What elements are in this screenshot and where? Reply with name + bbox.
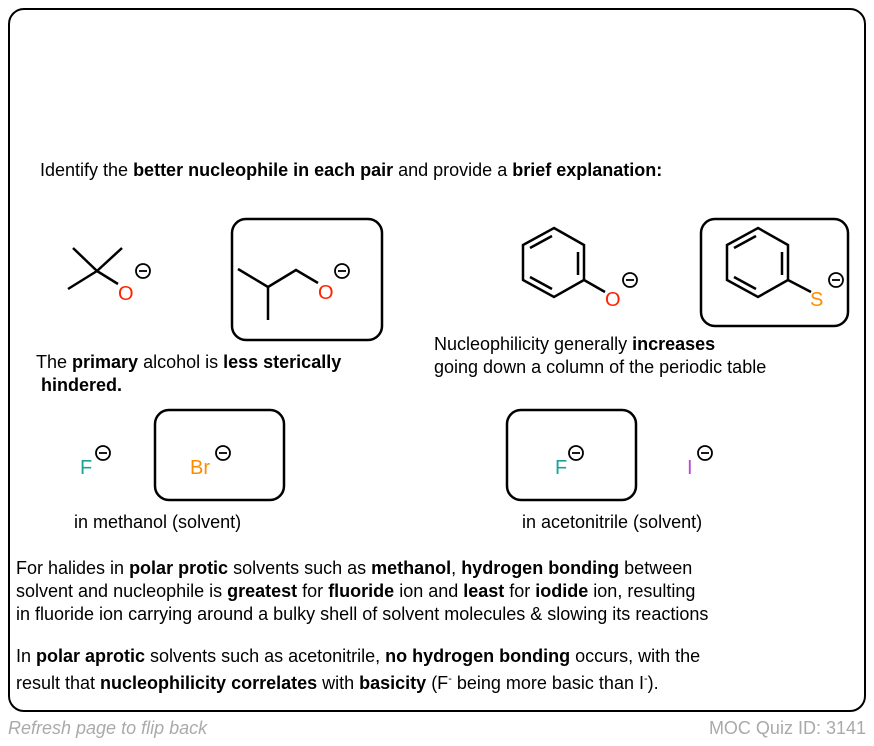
answer-box-4	[505, 408, 638, 502]
flip-back-hint: Refresh page to flip back	[8, 718, 208, 738]
answer-box-3	[153, 408, 286, 502]
oxygen-atom: O	[318, 282, 334, 304]
pair3-caption: in methanol (solvent)	[74, 512, 242, 532]
negative-charge-icons	[95, 263, 844, 461]
iodide-atom: I	[687, 457, 693, 479]
halide-protic-explanation: For halides in polar protic solvents suc…	[16, 558, 709, 624]
pair4-caption: in acetonitrile (solvent)	[522, 512, 703, 532]
phenoxide-bonds	[521, 226, 606, 299]
pair1-explanation: The primary alcohol is less sterically h…	[36, 352, 342, 395]
isobutoxide-bonds	[237, 267, 319, 320]
fluoride-atom: F	[80, 457, 92, 479]
halide-aprotic-explanation: In polar aprotic solvents such as aceton…	[16, 646, 701, 693]
fluoride-atom: F	[555, 457, 567, 479]
answer-box-1	[230, 217, 384, 342]
oxygen-atom: O	[605, 289, 621, 311]
bromide-atom: Br	[190, 457, 210, 479]
thiophenoxide-bonds	[725, 226, 812, 299]
flashcard[interactable]	[8, 8, 866, 712]
answer-box-2	[699, 217, 850, 328]
oxygen-atom: O	[118, 283, 134, 305]
sulfur-atom: S	[810, 289, 823, 311]
tert-butoxide-bonds	[67, 247, 123, 291]
question-heading: Identify the better nucleophile in each …	[40, 160, 663, 180]
quiz-id: MOC Quiz ID: 3141	[708, 718, 866, 738]
